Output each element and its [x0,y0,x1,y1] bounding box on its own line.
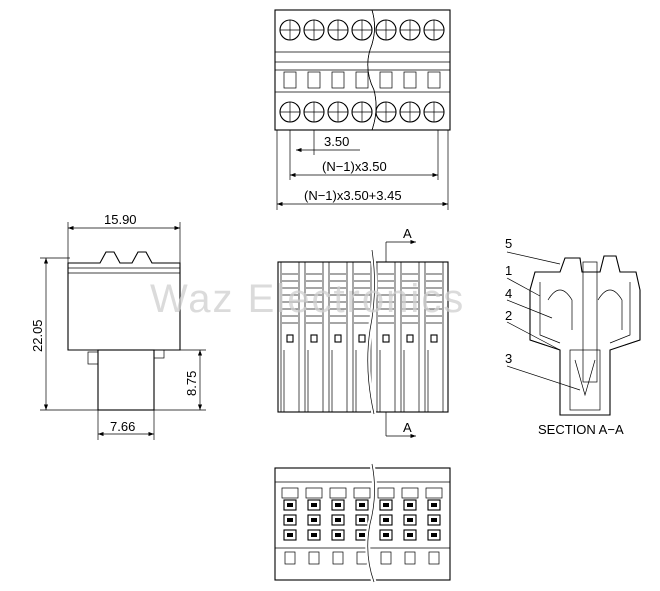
socket-cell [283,529,297,541]
socket-cell [331,499,345,511]
section-view: 5 1 4 2 3 SECTION A−A [505,236,641,437]
socket-cell [283,514,297,526]
front-view: A A [277,226,449,439]
dim-pitch-label: 3.50 [324,134,349,149]
callout-2: 2 [505,308,512,323]
dim-width-label: 15.90 [104,212,137,227]
socket-cell [427,529,441,541]
watermark: Waz Electronics [150,277,465,321]
socket-cell [379,529,393,541]
contact-square [406,334,414,343]
socket-cell [427,499,441,511]
dim-pin-height-label: 8.75 [184,371,199,396]
callout-3: 3 [505,351,512,366]
bottom-view [274,463,451,583]
callout-5: 5 [505,236,512,251]
socket-cell [379,499,393,511]
dim-height-label: 22.05 [30,319,45,352]
side-view: 15.90 22.05 8.75 7.66 [30,212,206,440]
dim-pin-width-label: 7.66 [110,419,135,434]
contact-square [430,334,438,343]
contact-square [358,334,366,343]
socket-cell [283,499,297,511]
top-view: 3.50 (N−1)x3.50 (N−1)x3.50+3.45 [274,9,451,210]
contact-square [310,334,318,343]
section-caption: SECTION A−A [538,422,624,437]
socket-cell [379,514,393,526]
socket-cell [355,499,369,511]
socket-cell [331,514,345,526]
socket-cell [331,529,345,541]
socket-cell [403,514,417,526]
contact-square [286,334,294,343]
contact-square [334,334,342,343]
socket-cell [307,499,321,511]
dim-span-label: (N−1)x3.50 [322,159,387,174]
socket-cell [355,514,369,526]
socket-cell [403,499,417,511]
callout-1: 1 [505,263,512,278]
dim-total-label: (N−1)x3.50+3.45 [304,188,402,203]
socket-cell [307,529,321,541]
socket-cell [307,514,321,526]
section-mark-bottom: A [403,420,412,435]
callout-4: 4 [505,286,512,301]
section-mark-top: A [403,226,412,241]
contact-square [382,334,390,343]
socket-cell [427,514,441,526]
socket-cell [403,529,417,541]
